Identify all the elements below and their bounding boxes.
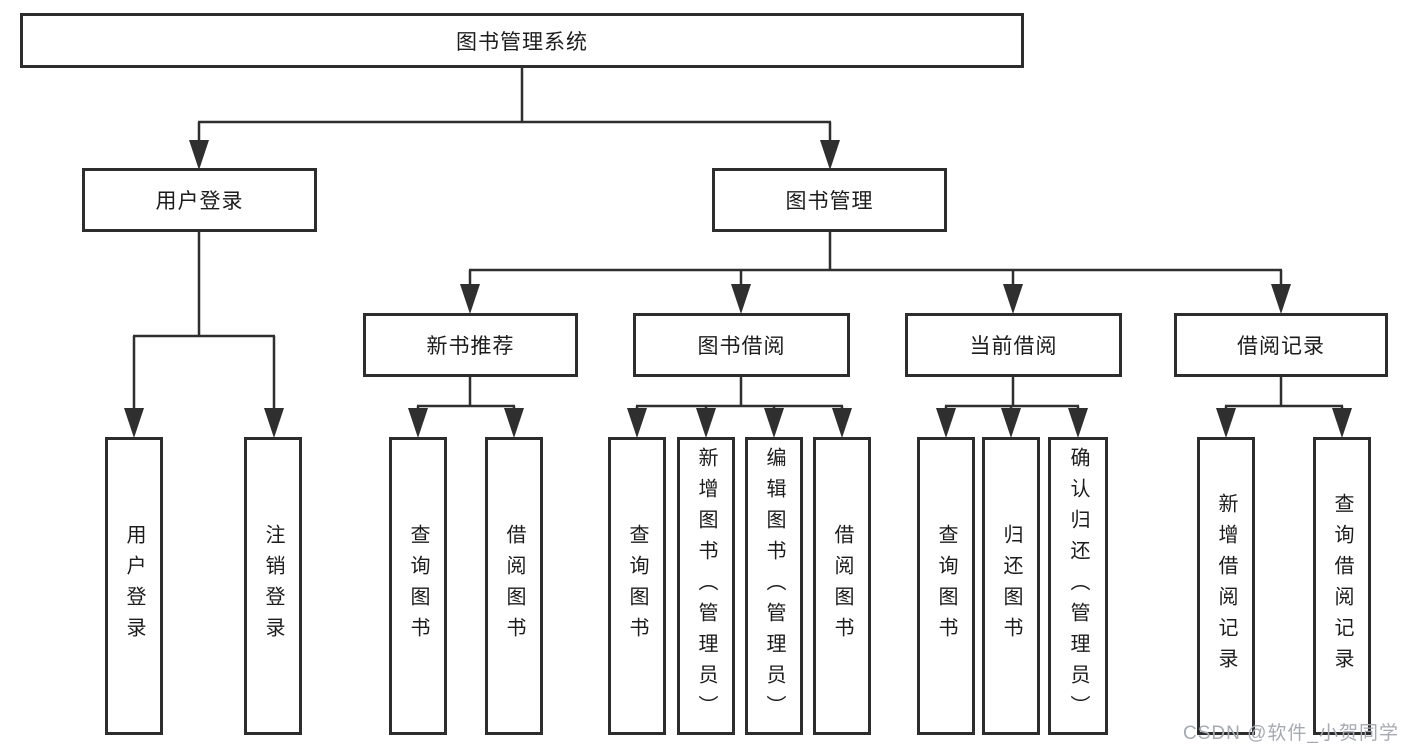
arrow-down-icon — [1271, 284, 1291, 314]
arrow-down-icon — [696, 408, 716, 438]
arrow-down-icon — [731, 284, 751, 314]
arrow-down-icon — [936, 408, 956, 438]
connector-borrowrecord-to-children — [1224, 377, 1344, 409]
connector-userlogin-to-children — [132, 232, 276, 409]
arrow-down-icon — [189, 140, 209, 170]
leaf-user-login: 用户登录 — [105, 437, 163, 735]
leaf-logout: 注销登录 — [244, 437, 302, 735]
leaf-query-books-recommend: 查询图书 — [389, 437, 447, 735]
arrow-down-icon — [408, 408, 428, 438]
arrow-down-icon — [264, 408, 284, 438]
arrow-down-icon — [124, 408, 144, 438]
arrow-down-icon — [1001, 408, 1021, 438]
leaf-borrow-books: 借阅图书 — [813, 437, 871, 735]
connector-root-to-level2 — [197, 68, 832, 141]
arrow-down-icon — [1216, 408, 1236, 438]
leaf-confirm-return-admin: 确认归还（管理员） — [1048, 437, 1108, 735]
arrow-down-icon — [504, 408, 524, 438]
node-new-book-recommendation: 新书推荐 — [363, 313, 578, 377]
arrow-down-icon — [820, 140, 840, 170]
node-library-management-system: 图书管理系统 — [20, 13, 1024, 68]
leaf-return-book: 归还图书 — [982, 437, 1040, 735]
leaf-add-borrow-record: 新增借阅记录 — [1197, 437, 1255, 735]
leaf-edit-book-admin: 编辑图书（管理员） — [745, 437, 803, 735]
leaf-query-books-current: 查询图书 — [917, 437, 975, 735]
node-borrowing-records: 借阅记录 — [1174, 313, 1388, 377]
arrow-down-icon — [460, 284, 480, 314]
leaf-query-books-borrow: 查询图书 — [608, 437, 666, 735]
arrow-down-icon — [1068, 408, 1088, 438]
connector-newbook-to-children — [416, 377, 516, 409]
leaf-borrow-books-recommend: 借阅图书 — [485, 437, 543, 735]
node-book-management: 图书管理 — [712, 168, 947, 232]
leaf-query-borrow-record: 查询借阅记录 — [1313, 437, 1371, 735]
arrow-down-icon — [627, 408, 647, 438]
connector-bookborrow-to-children — [635, 377, 844, 409]
node-current-borrowing: 当前借阅 — [905, 313, 1122, 377]
arrow-down-icon — [832, 408, 852, 438]
arrow-down-icon — [764, 408, 784, 438]
node-book-borrowing: 图书借阅 — [633, 313, 850, 377]
node-user-login: 用户登录 — [82, 168, 317, 232]
leaf-add-book-admin: 新增图书（管理员） — [677, 437, 735, 735]
arrow-down-icon — [1003, 284, 1023, 314]
connector-currentborrow-to-children — [944, 377, 1080, 409]
connector-bookmgmt-to-level3 — [468, 232, 1283, 285]
csdn-watermark: CSDN @软件_小贺同学 — [1183, 723, 1399, 744]
arrow-down-icon — [1332, 408, 1352, 438]
